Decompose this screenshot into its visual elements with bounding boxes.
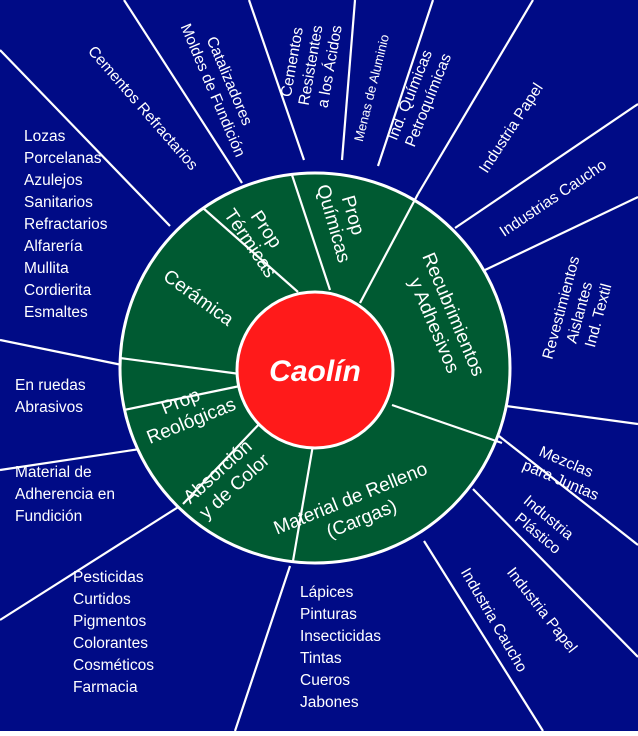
ring-divider [202, 207, 299, 293]
adherencia-list: Material de Adherencia en Fundición [15, 464, 119, 525]
ring-divider [291, 444, 315, 562]
radial-line [498, 435, 638, 546]
radial-line [417, 0, 534, 195]
lapices-list: Lápices Pinturas Insecticidas Tintas Cue… [300, 584, 385, 711]
radial-line [484, 196, 638, 271]
ring-divider [119, 356, 241, 376]
radial-line [423, 540, 544, 732]
radial-line [233, 565, 292, 732]
ring-divider [123, 384, 241, 412]
revestimientos-label: Revestimientos Aislantes Ind. Textil [540, 250, 622, 371]
radial-line [247, 0, 306, 161]
ring-divider [359, 193, 419, 304]
ceramic-uses-list: Lozas Porcelanas Azulejos Sanitarios Ref… [24, 128, 112, 321]
radial-line [472, 488, 638, 658]
abrasivos-list: En ruedas Abrasivos [15, 377, 90, 416]
radial-line [0, 49, 171, 227]
radial-line [0, 503, 184, 621]
ring-divider [290, 174, 332, 291]
center-label: Caolín [269, 355, 361, 388]
radial-line [376, 0, 435, 167]
radial-line [505, 404, 638, 426]
radial-line [454, 103, 638, 229]
center-circle [235, 290, 395, 450]
ring-dividers [119, 174, 503, 562]
radial-line [0, 447, 141, 472]
radial-line [340, 0, 357, 161]
radial-line [0, 338, 128, 368]
ring-divider [182, 419, 264, 505]
radial-line [123, 0, 243, 184]
application-lists: Lozas Porcelanas Azulejos Sanitarios Ref… [15, 128, 385, 711]
ring-divider [391, 403, 503, 445]
pesticidas-list: Pesticidas Curtidos Pigmentos Colorantes… [73, 569, 158, 696]
